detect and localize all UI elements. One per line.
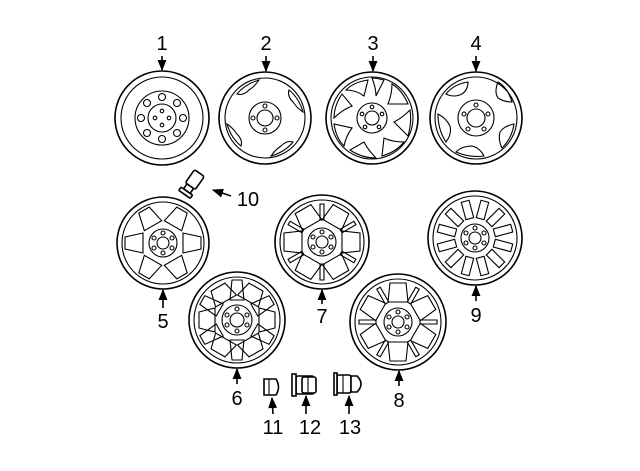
callout-7: 7 [316, 306, 327, 328]
lug-nut-11[interactable] [263, 378, 280, 396]
callout-11: 11 [263, 417, 284, 439]
callout-12: 12 [299, 417, 321, 439]
lug-nut-13[interactable] [333, 372, 362, 396]
wheel-3-alloy-swirl[interactable] [325, 71, 419, 165]
lug-nut-12[interactable] [291, 373, 317, 397]
callout-8: 8 [393, 390, 404, 412]
callout-9: 9 [470, 305, 481, 327]
callout-labels: 1 2 3 4 5 6 7 8 9 10 11 12 13 [156, 33, 481, 439]
wheel-8-alloy-twin-spoke[interactable] [349, 273, 447, 371]
wheel-2-steel-slotted[interactable] [218, 71, 312, 165]
callout-4: 4 [470, 33, 481, 55]
wheel-7-alloy-twin-spoke[interactable] [274, 194, 370, 290]
callout-2: 2 [260, 33, 271, 55]
wheel-1-steel[interactable] [114, 70, 210, 166]
wheel-4-steel-swirl[interactable] [429, 71, 523, 165]
wheel-6-alloy-split-spoke[interactable] [188, 271, 286, 369]
callout-6: 6 [231, 388, 242, 410]
callout-10: 10 [237, 189, 259, 211]
callout-3: 3 [367, 33, 378, 55]
callout-1: 1 [156, 33, 167, 55]
callout-13: 13 [339, 417, 361, 439]
leader-arrows [157, 56, 481, 415]
wheel-9-alloy-slotted[interactable] [427, 190, 523, 286]
valve-stem-10[interactable] [178, 169, 205, 199]
callout-5: 5 [157, 311, 168, 333]
wheel-5-alloy-6-spoke[interactable] [116, 196, 210, 290]
